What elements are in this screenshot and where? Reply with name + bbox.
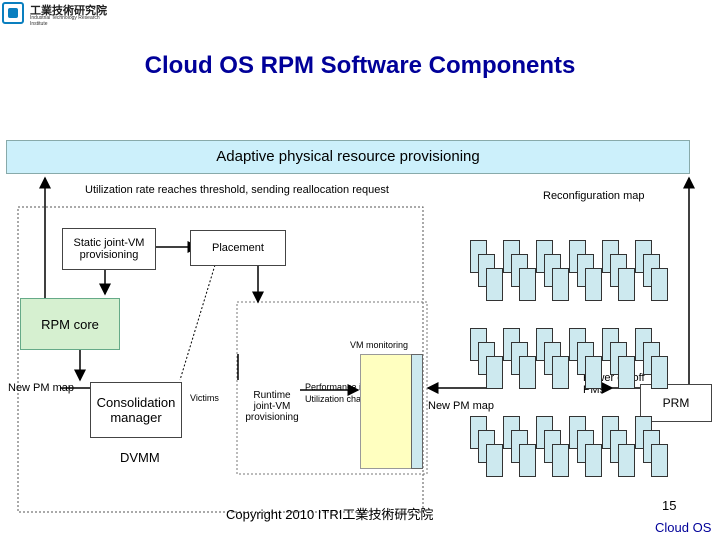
cloud-os-brand: Cloud OS <box>655 520 712 535</box>
pm-server-icon <box>585 356 602 389</box>
placement-box: Placement <box>190 230 286 266</box>
adaptive-provisioning-banner: Adaptive physical resource provisioning <box>6 140 690 174</box>
vm-monitor-box <box>360 354 412 469</box>
vm-monitoring-label: VM monitoring <box>350 340 409 350</box>
rpm-core-box: RPM core <box>20 298 120 350</box>
pm-server-icon <box>519 444 536 477</box>
new-pm-map-left-label: New PM map <box>8 382 75 394</box>
new-pm-map-right-label: New PM map <box>428 400 495 412</box>
runtime-joint-vm-provisioning-label: Runtime joint-VM provisioning <box>245 390 299 423</box>
dvmm-container <box>17 206 424 513</box>
victims-label: Victims <box>190 393 219 403</box>
dvmm-label: DVMM <box>120 450 160 465</box>
page-number: 15 <box>662 498 677 513</box>
pm-server-icon <box>618 444 635 477</box>
utilization-change-label: Utilization change <box>305 394 377 404</box>
monitor-sidebar <box>411 354 423 469</box>
pm-server-icon <box>651 356 668 389</box>
pm-server-icon <box>486 444 503 477</box>
reconfiguration-map-label: Reconfiguration map <box>543 190 645 202</box>
utilization-threshold-label: Utilization rate reaches threshold, send… <box>85 184 389 196</box>
org-english-name: Industrial Technology Research Institute <box>30 15 100 27</box>
pm-server-icon <box>618 356 635 389</box>
pm-server-icon <box>486 268 503 301</box>
pm-server-icon <box>519 268 536 301</box>
org-name: 工業技術研究院 <box>30 5 107 17</box>
pm-server-icon <box>651 268 668 301</box>
pm-server-icon <box>552 268 569 301</box>
physical-machine-stacks <box>470 240 668 510</box>
prm-box: PRM <box>640 384 712 422</box>
performance-interference-label: Performance interference <box>305 382 407 392</box>
copyright-text: Copyright 2010 ITRI工業技術研究院 <box>226 507 434 522</box>
pm-server-icon <box>552 444 569 477</box>
pm-server-icon <box>552 356 569 389</box>
pm-server-icon <box>651 444 668 477</box>
static-joint-vm-provisioning-box: Static joint-VM provisioning <box>62 228 156 270</box>
itri-logo-icon <box>2 2 24 24</box>
consolidation-manager-box: Consolidation manager <box>90 382 182 438</box>
pm-server-icon <box>585 268 602 301</box>
pm-server-icon <box>519 356 536 389</box>
pm-server-icon <box>486 356 503 389</box>
pm-server-icon <box>618 268 635 301</box>
page-title: Cloud OS RPM Software Components <box>144 52 576 79</box>
pm-server-icon <box>585 444 602 477</box>
